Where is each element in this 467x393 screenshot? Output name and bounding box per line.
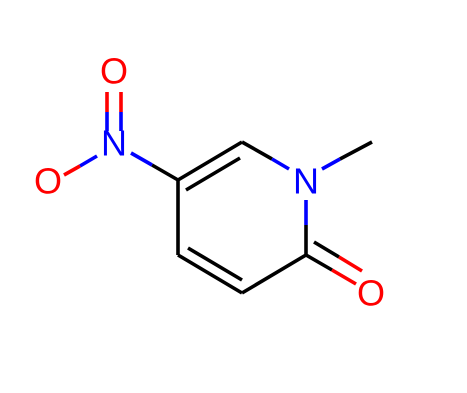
bond-nitro-n-o-left <box>79 154 98 168</box>
bond-c5-c6 <box>177 140 243 182</box>
atom-label-carbonyl-o: O <box>357 273 385 314</box>
bond-c6-n1-hetero <box>271 157 290 171</box>
bond-c5-nitro-n-hetero <box>130 151 153 167</box>
bond-c6-n1 <box>241 140 273 161</box>
ring-bonds <box>176 140 308 295</box>
bond-c3-c2 <box>241 253 307 295</box>
nitro-bonds <box>63 92 179 182</box>
bond-c2-o <box>305 253 333 272</box>
bond-nitro-n-o-left-hetero <box>63 164 81 177</box>
atom-label-ring-n: N <box>293 161 319 202</box>
atom-labels: O N O N O <box>34 51 385 314</box>
bond-c5-nitro-n <box>151 163 179 182</box>
bond-c5-c6-double <box>185 156 241 192</box>
atom-label-nitro-o-left: O <box>34 161 62 202</box>
methyl-bond <box>321 140 373 171</box>
carbonyl-bonds <box>305 240 363 286</box>
bond-c4-c3 <box>177 253 243 295</box>
bond-c2-o-double <box>313 240 340 259</box>
bond-n1-methyl <box>339 140 373 161</box>
atom-label-nitro-o-top: O <box>100 51 128 92</box>
atom-label-nitro-n: N <box>101 123 127 164</box>
bond-c4-c3-double <box>187 246 243 282</box>
bond-c2-o-double-hetero <box>338 255 363 273</box>
bond-c2-o-hetero <box>331 268 357 286</box>
bond-n1-methyl-hetero <box>321 157 341 171</box>
